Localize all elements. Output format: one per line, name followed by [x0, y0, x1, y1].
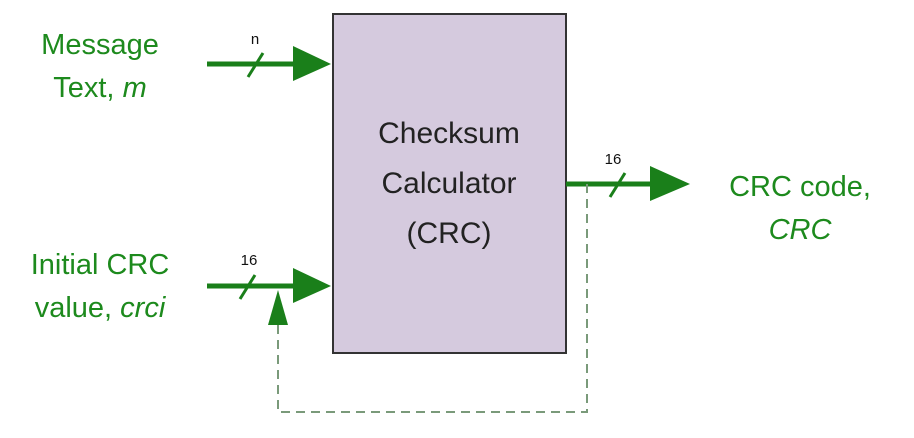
output-label-line2: CRC: [769, 214, 833, 246]
output-wire: 16: [566, 151, 690, 201]
arrow-head-icon: [293, 268, 331, 303]
output-width-label: 16: [605, 151, 622, 168]
arrow-up-icon: [268, 290, 288, 325]
message-label-line1: Message: [41, 29, 159, 61]
bus-slash-icon: [608, 172, 627, 198]
initial-label-line2: value, crci: [35, 292, 167, 324]
initial-label-line1: Initial CRC: [31, 249, 170, 281]
output-label-line1: CRC code,: [729, 171, 871, 203]
feedback-path: [268, 184, 588, 413]
arrow-head-icon: [293, 46, 331, 81]
bus-slash-icon: [246, 52, 265, 78]
message-label-line2: Text, m: [53, 72, 146, 104]
initial-width-label: 16: [241, 252, 258, 269]
block-label-line3: (CRC): [407, 217, 492, 250]
checksum-calculator-block: [332, 13, 567, 354]
message-wire: n: [207, 31, 331, 81]
message-width-label: n: [251, 31, 259, 48]
arrow-head-icon: [650, 166, 690, 201]
block-label-line2: Calculator: [381, 167, 516, 200]
bus-slash-icon: [238, 274, 257, 300]
block-label-line1: Checksum: [378, 117, 520, 150]
initial-crc-wire: 16: [207, 252, 331, 303]
